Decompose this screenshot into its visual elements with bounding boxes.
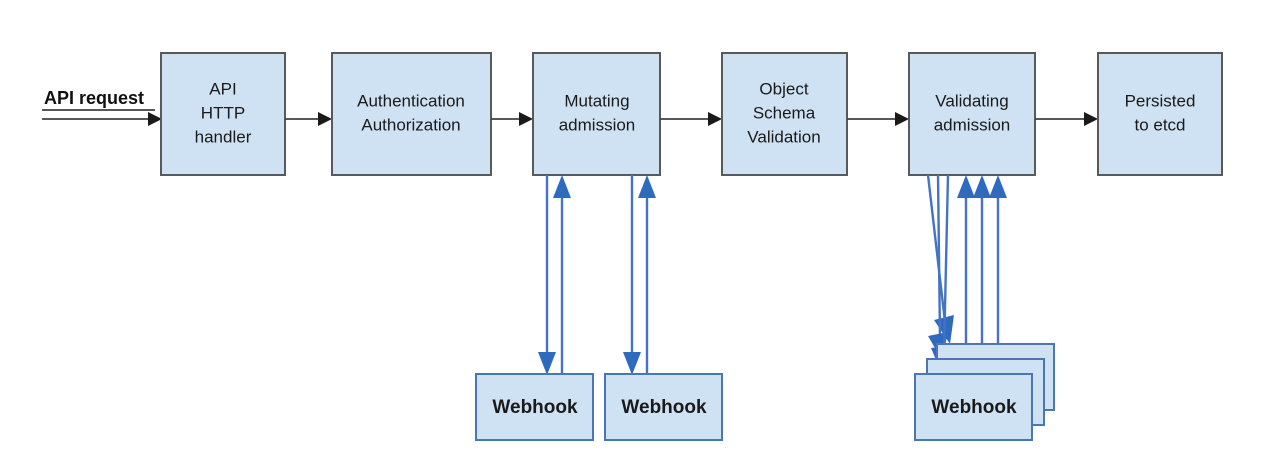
connector-arrow-head (318, 112, 332, 126)
webhook-box-mutating-2[interactable]: Webhook (604, 373, 723, 441)
call-down-arrow-head (538, 352, 556, 375)
stage-persisted-to-etcd[interactable]: Persisted to etcd (1097, 52, 1223, 176)
stage-api-http-handler[interactable]: API HTTP handler (160, 52, 286, 176)
stage-label-line-2: Authorization (361, 115, 460, 134)
stage-label-line-1: Object (759, 79, 808, 98)
validating-webhook-3-call-arrow (926, 174, 954, 344)
call-down-line (936, 174, 942, 339)
stage-object-schema-validation[interactable]: Object Schema Validation (721, 52, 848, 176)
stage-box-rect (1097, 52, 1223, 176)
response-up-arrow-head (638, 175, 656, 198)
stage-box-rect (908, 52, 1036, 176)
webhook-box-rect (475, 373, 594, 441)
connector-handler-to-auth (285, 112, 332, 126)
stage-label-line-1: API (209, 79, 236, 98)
stage-box-rect (160, 52, 286, 176)
call-down-arrow-head (623, 352, 641, 375)
entry-arrow-head (148, 112, 162, 126)
response-up-arrow-head (989, 175, 1007, 198)
stage-label-line-2: to etcd (1134, 115, 1185, 134)
response-up-arrow-head (973, 175, 991, 198)
stage-label-line-2: admission (559, 115, 636, 134)
stage-label-line-1: Mutating (564, 91, 629, 110)
stage-box-rect (721, 52, 848, 176)
webhook-box-mutating-1[interactable]: Webhook (475, 373, 594, 441)
stage-box-rect (331, 52, 492, 176)
call-down-line (942, 174, 950, 353)
stage-label-line-2: Schema (753, 103, 816, 122)
stage-validating-admission[interactable]: Validating admission (908, 52, 1036, 176)
stage-authentication-authorization[interactable]: Authentication Authorization (331, 52, 492, 176)
response-up-arrow-head (957, 175, 975, 198)
stage-label-line-2: HTTP (201, 103, 245, 122)
connector-auth-to-mutating (491, 112, 533, 126)
connector-arrow-head (708, 112, 722, 126)
connector-arrow-head (1084, 112, 1098, 126)
connector-arrow-head (519, 112, 533, 126)
webhook-box-rect (914, 373, 1033, 441)
call-down-line (926, 174, 947, 323)
connector-schema-to-validating (847, 112, 909, 126)
stage-mutating-admission[interactable]: Mutating admission (532, 52, 661, 176)
stage-label-line-1: Validating (935, 91, 1008, 110)
mutating-webhook-2-call-arrow (623, 175, 656, 375)
connector-arrow-head (895, 112, 909, 126)
stage-label-line-1: Authentication (357, 91, 465, 110)
connector-mutating-to-schema (660, 112, 722, 126)
mutating-webhook-1-call-arrow (538, 175, 571, 375)
stage-label-line-3: handler (195, 127, 252, 146)
webhook-label: Webhook (931, 397, 1017, 418)
stage-box-rect (532, 52, 661, 176)
connector-validating-to-etcd (1035, 112, 1098, 126)
webhook-label: Webhook (492, 397, 578, 418)
webhook-box-validating-1[interactable]: Webhook (914, 373, 1033, 441)
webhook-label: Webhook (621, 397, 707, 418)
entry-label: API request (44, 88, 144, 108)
stage-label-line-3: Validation (747, 127, 820, 146)
stage-label-line-1: Persisted (1125, 91, 1196, 110)
stage-label-line-2: admission (934, 115, 1011, 134)
webhook-box-rect (604, 373, 723, 441)
response-up-arrow-head (553, 175, 571, 198)
